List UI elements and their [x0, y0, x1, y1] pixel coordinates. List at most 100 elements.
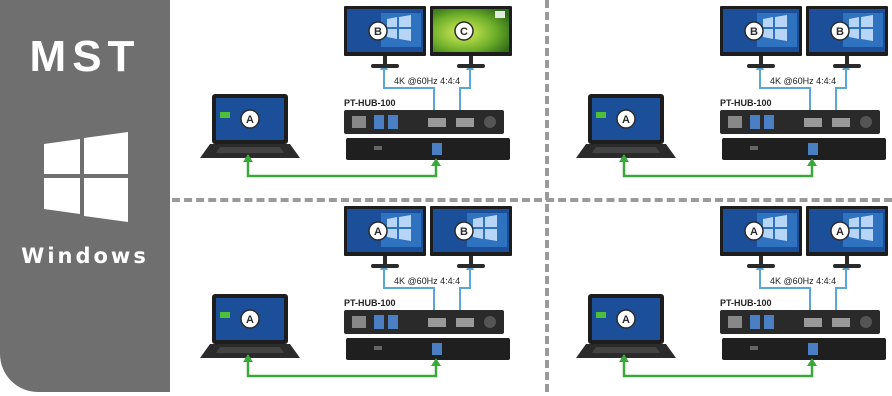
hdmi-port	[804, 118, 822, 127]
monitor-neck	[469, 256, 473, 265]
hub-back-panel	[722, 338, 886, 360]
usb-port	[750, 315, 760, 329]
arrow-up-icon	[431, 158, 441, 166]
power-jack	[860, 316, 872, 328]
monitor-neck	[759, 256, 763, 265]
hub-front-panel	[720, 310, 880, 334]
monitor: B	[720, 6, 802, 68]
horizontal-divider	[172, 198, 892, 202]
usb-port	[374, 115, 384, 129]
badge-letter: A	[750, 226, 758, 238]
arrow-up-icon	[619, 354, 629, 362]
cable-laptop-to-hub	[622, 158, 814, 178]
cable-laptop-to-hub	[246, 158, 438, 178]
hdmi-port	[428, 318, 446, 327]
laptop-screen-icon	[220, 112, 230, 118]
laptop-keyboard	[592, 147, 660, 153]
monitor: A	[344, 206, 426, 268]
badge-circle	[830, 21, 850, 41]
arrow-up-icon	[807, 358, 817, 366]
monitor-foot	[833, 64, 861, 68]
monitor-foot	[833, 264, 861, 268]
usb-port	[388, 115, 398, 129]
screen-windows-logo-icon	[473, 215, 497, 241]
os-label: Windows	[21, 244, 149, 268]
hub-device: PT-HUB-100	[720, 298, 886, 360]
usb-c-port	[808, 143, 818, 155]
ethernet-port	[352, 316, 366, 328]
screen-windows-logo-icon	[849, 215, 873, 241]
display-cables	[383, 64, 471, 117]
laptop: A	[200, 294, 300, 358]
windows-logo-icon	[44, 132, 128, 222]
ethernet-port	[728, 316, 742, 328]
laptop-keyboard	[216, 147, 284, 153]
badge-letter: A	[246, 314, 254, 326]
power-jack	[484, 116, 496, 128]
monitor-badge: A	[368, 221, 388, 241]
monitor: C	[430, 6, 512, 68]
hdmi-port	[832, 318, 850, 327]
hub-label: PT-HUB-100	[720, 298, 772, 308]
badge-letter: A	[622, 114, 630, 126]
laptop: A	[576, 294, 676, 358]
badge-circle	[744, 21, 764, 41]
laptop-screen-icon	[596, 312, 606, 318]
hub-front-panel	[344, 110, 504, 134]
usb-c-cable	[622, 358, 814, 378]
usb-port	[764, 115, 774, 129]
hdmi-port	[428, 118, 446, 127]
hdmi-port	[804, 318, 822, 327]
power-jack	[484, 316, 496, 328]
badge-circle	[454, 221, 474, 241]
cable-laptop-to-hub	[622, 358, 814, 378]
monitor: B	[344, 6, 426, 68]
badge-circle	[616, 309, 636, 329]
usb-c-port	[808, 343, 818, 355]
resolution-label: 4K @60Hz 4:4:4	[770, 76, 836, 86]
monitor-badge: A	[830, 221, 850, 241]
arrow-up-icon	[243, 154, 253, 162]
arrow-up-icon	[619, 154, 629, 162]
monitor-neck	[845, 256, 849, 265]
hdmi-port	[456, 318, 474, 327]
usb-c-cable	[246, 158, 438, 178]
arrow-up-icon	[807, 158, 817, 166]
badge-letter: A	[622, 314, 630, 326]
hub-label: PT-HUB-100	[344, 98, 396, 108]
hub-label: PT-HUB-100	[344, 298, 396, 308]
cable-to-monitor-right	[835, 64, 847, 117]
badge-letter: B	[460, 226, 468, 238]
badge-circle	[454, 21, 474, 41]
cable-to-monitor-right	[835, 264, 847, 317]
ethernet-port	[352, 116, 366, 128]
display-cables	[759, 64, 847, 117]
laptop-keyboard	[216, 347, 284, 353]
cable-to-monitor-right	[459, 264, 471, 317]
hub-back-panel	[346, 338, 510, 360]
monitor-badge: A	[744, 221, 764, 241]
monitor-foot	[457, 264, 485, 268]
monitor-foot	[371, 64, 399, 68]
usb-port	[374, 315, 384, 329]
usb-port	[388, 315, 398, 329]
cable-laptop-to-hub	[246, 358, 438, 378]
hdmi-port	[456, 118, 474, 127]
monitor: B	[806, 6, 888, 68]
laptop: A	[200, 94, 300, 158]
hub-device: PT-HUB-100	[344, 98, 510, 160]
monitor-badge: B	[744, 21, 764, 41]
monitor-neck	[383, 256, 387, 265]
badge-letter: C	[460, 26, 468, 38]
back-indicator	[374, 346, 382, 350]
badge-circle	[240, 309, 260, 329]
ethernet-port	[728, 116, 742, 128]
monitor: A	[720, 206, 802, 268]
back-indicator	[750, 146, 758, 150]
monitor-foot	[371, 264, 399, 268]
